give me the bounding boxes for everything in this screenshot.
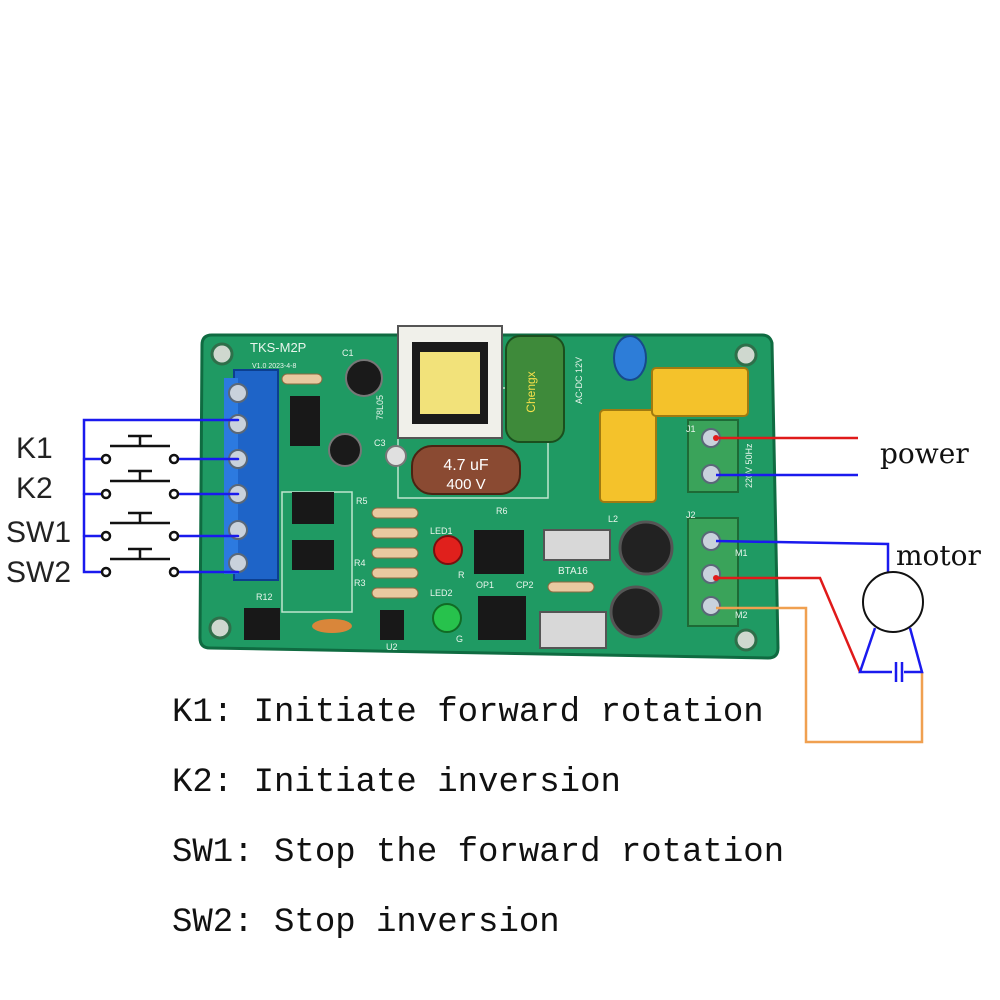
- motor-wires: [715, 539, 924, 744]
- triac-label: BTA16: [558, 566, 588, 577]
- push-button-k1: [100, 434, 180, 465]
- x-capacitor: [599, 409, 657, 503]
- r6-label: R6: [496, 506, 508, 516]
- board-version: V1.0 2023-4-8: [252, 363, 296, 370]
- push-button-k2: [100, 469, 180, 500]
- m1-label: M1: [735, 548, 748, 558]
- legend-sw1: SW1: Stop the forward rotation: [172, 834, 785, 872]
- resistor-array: [281, 373, 595, 599]
- power-terminal-block: [687, 419, 739, 493]
- c3-label: C3: [374, 438, 386, 448]
- ic-chip: [380, 610, 404, 640]
- ic-chip: [478, 596, 526, 640]
- j2-label: J2: [686, 510, 696, 520]
- film-cap-value: 4.7 uF: [443, 457, 489, 474]
- switch-label-k2: K2: [16, 472, 53, 505]
- triac: [543, 529, 611, 561]
- switch-label-sw2: SW2: [6, 556, 72, 589]
- u2-label: U2: [386, 642, 398, 652]
- r12-label: R12: [256, 592, 273, 602]
- inductor: [618, 520, 674, 576]
- m2-label: M2: [735, 610, 748, 620]
- film-capacitor: 4.7 uF 400 V: [411, 445, 521, 495]
- led-red: [433, 535, 463, 565]
- op1-label: OP1: [476, 580, 494, 590]
- cp2-label: CP2: [516, 580, 534, 590]
- pcb-board: Chengx 4.7 uF 400 V: [198, 325, 780, 660]
- power-label: power: [880, 437, 969, 470]
- input-rating: 220V 50Hz: [744, 443, 754, 488]
- small-capacitor: [328, 433, 362, 467]
- input-terminal-block: [224, 369, 279, 581]
- switch-label-sw1: SW1: [6, 516, 72, 549]
- mounting-hole: [734, 343, 758, 367]
- ic-chip: [290, 396, 320, 446]
- legend-sw2: SW2: Stop inversion: [172, 904, 560, 942]
- small-capacitor: [345, 359, 383, 397]
- inductor: [609, 585, 663, 639]
- x-capacitor: [651, 367, 749, 417]
- push-button-sw2: [100, 547, 180, 578]
- motor-terminal-block: [687, 517, 739, 627]
- power-wires: [716, 436, 858, 477]
- regulator-label: 78L05: [375, 395, 385, 420]
- small-capacitor: [385, 445, 407, 467]
- r4-label: R4: [354, 558, 366, 568]
- switch-label-k1: K1: [16, 432, 53, 465]
- supply-text: AC-DC 12V: [574, 357, 584, 404]
- legend-k1: K1: Initiate forward rotation: [172, 694, 764, 732]
- board-model: TKS-M2P: [250, 340, 306, 355]
- mounting-hole: [208, 616, 232, 640]
- electrolytic-capacitor: Chengx: [505, 335, 565, 443]
- switch-wiring: [82, 418, 240, 574]
- legend-k2: K2: Initiate inversion: [172, 764, 621, 802]
- led2-label: LED2: [430, 588, 453, 598]
- mounting-hole: [210, 342, 234, 366]
- triac: [539, 611, 607, 649]
- ic-chip: [292, 492, 334, 524]
- varistor: [613, 335, 647, 381]
- cap-brand: Chengx: [524, 371, 538, 412]
- transformer: [397, 325, 503, 439]
- c1-label: C1: [342, 348, 354, 358]
- motor-label: motor: [896, 539, 981, 572]
- j1-label: J1: [686, 424, 696, 434]
- led-r-label: R: [458, 570, 465, 580]
- ceramic-capacitor: [312, 619, 352, 633]
- led1-label: LED1: [430, 526, 453, 536]
- push-button-sw1: [100, 511, 180, 542]
- ic-chip: [244, 608, 280, 640]
- led-g-label: G: [456, 634, 463, 644]
- ic-chip: [474, 530, 524, 574]
- led-green: [432, 603, 462, 633]
- r5-label: R5: [356, 496, 368, 506]
- film-cap-voltage: 400 V: [446, 476, 485, 493]
- mounting-hole: [734, 628, 758, 652]
- ic-chip: [292, 540, 334, 570]
- l2-label: L2: [608, 514, 618, 524]
- r3-label: R3: [354, 578, 366, 588]
- wire-endpoints: [713, 435, 719, 581]
